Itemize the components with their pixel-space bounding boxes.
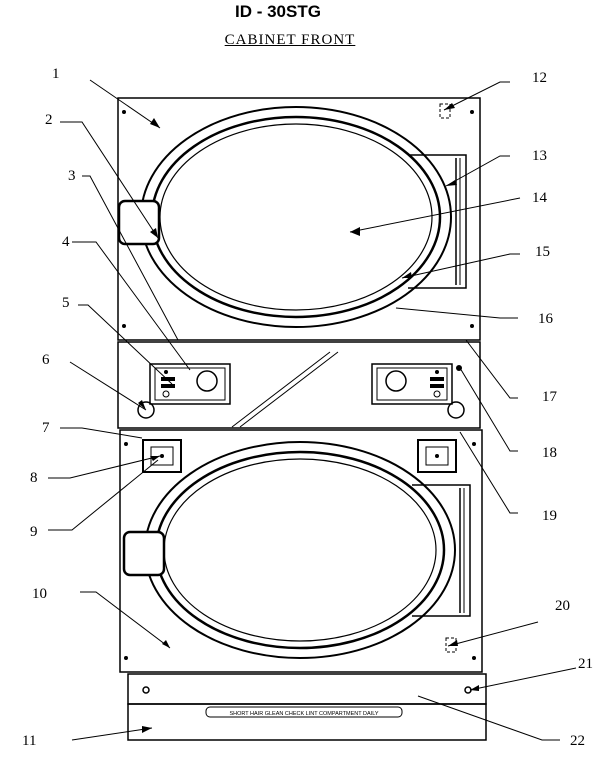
left-control-module <box>149 363 231 405</box>
callout-17: 17 <box>542 389 558 405</box>
callout-14: 14 <box>532 190 548 206</box>
callout-8: 8 <box>30 470 38 486</box>
lint-label-plate <box>205 706 403 718</box>
right-start-button <box>447 401 465 419</box>
lower-door-handle <box>122 530 166 577</box>
callout-11: 11 <box>22 733 36 749</box>
lower-cabinet-panel <box>119 429 483 673</box>
callout-2: 2 <box>45 112 53 128</box>
upper-hinge <box>408 154 467 289</box>
lower-hinge <box>412 484 471 617</box>
callout-21: 21 <box>578 656 593 672</box>
callout-18: 18 <box>542 445 557 461</box>
upper-cabinet-panel <box>117 97 481 341</box>
screw <box>122 324 126 328</box>
control-panel <box>117 341 481 429</box>
screw <box>470 110 474 114</box>
right-control-module <box>371 363 453 405</box>
lower-door-ring <box>154 450 446 650</box>
callout-15: 15 <box>535 244 550 260</box>
callout-19: 19 <box>542 508 557 524</box>
section-title: CABINET FRONT <box>224 32 356 48</box>
callout-16: 16 <box>538 311 554 327</box>
callout-13: 13 <box>532 148 547 164</box>
callout-10: 10 <box>32 586 47 602</box>
left-start-button <box>137 401 155 419</box>
callout-3: 3 <box>68 168 76 184</box>
callout-22: 22 <box>570 733 585 749</box>
callout-4: 4 <box>62 234 70 250</box>
callout-12: 12 <box>532 70 547 86</box>
lower-door-glass <box>163 458 437 642</box>
upper-door-lock <box>439 103 451 119</box>
upper-door-ring <box>150 115 442 319</box>
callout-9: 9 <box>30 524 38 540</box>
callout-5: 5 <box>62 295 70 311</box>
right-timer-knob <box>385 370 407 392</box>
lint-label-text: SHORT HAIR GLEAN CHECK LINT COMPARTMENT … <box>229 711 378 717</box>
callout-6: 6 <box>42 352 50 368</box>
upper-door-glass <box>159 123 433 311</box>
base-panel <box>127 673 487 705</box>
callout-1: 1 <box>52 66 60 82</box>
callout-20: 20 <box>555 598 570 614</box>
left-timer-knob <box>196 370 218 392</box>
upper-door-outer <box>140 106 452 328</box>
upper-door-handle <box>117 199 161 246</box>
left-coin-box <box>142 439 182 473</box>
screw <box>122 110 126 114</box>
lower-door-outer <box>144 441 456 659</box>
lint-compartment-panel <box>127 703 487 741</box>
model-title: ID - 30STG <box>235 2 321 21</box>
right-coin-box <box>417 439 457 473</box>
screw <box>470 324 474 328</box>
callout-7: 7 <box>42 420 50 436</box>
